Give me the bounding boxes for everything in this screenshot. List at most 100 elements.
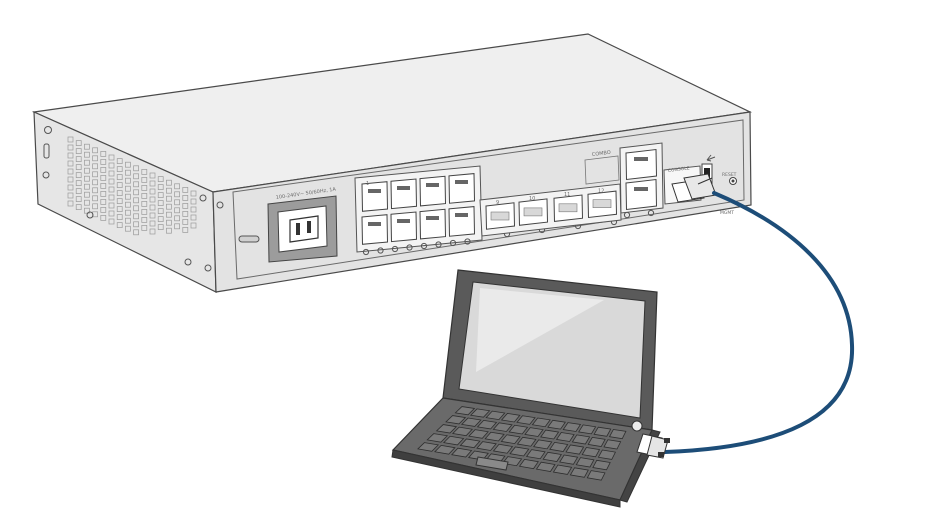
vent-hole — [125, 177, 131, 184]
vent-hole — [125, 217, 131, 224]
rj45-port — [390, 211, 418, 243]
vent-hole — [190, 206, 197, 213]
vent-hole — [100, 207, 107, 213]
vent-hole — [133, 197, 139, 204]
keyboard-key — [468, 429, 489, 439]
vent-hole — [108, 170, 115, 177]
sfp-slot — [490, 211, 510, 221]
vent-hole — [84, 207, 90, 214]
vent-hole — [67, 152, 74, 159]
vent-hole — [100, 151, 107, 157]
keyboard-key — [531, 417, 551, 428]
keyboard-key — [518, 458, 539, 470]
vent-hole — [108, 178, 115, 185]
vent-hole — [67, 144, 74, 151]
vent-hole — [141, 169, 148, 175]
keyboard-key — [597, 449, 617, 460]
vent-hole — [108, 154, 115, 161]
vent-hole — [133, 181, 139, 188]
keyboard-key — [485, 410, 506, 421]
rj45-port — [448, 173, 476, 204]
vent-hole — [100, 175, 107, 181]
vent-hole — [166, 219, 172, 226]
keyboard-key — [417, 442, 440, 452]
keyboard-key — [592, 459, 611, 471]
vent-hole — [166, 187, 172, 194]
vent-hole — [125, 201, 131, 208]
vent-hole — [100, 159, 107, 165]
vent-hole — [125, 209, 131, 216]
vent-hole — [84, 159, 90, 166]
vent-hole — [133, 229, 139, 236]
vent-hole — [166, 203, 172, 210]
vent-hole — [108, 186, 115, 193]
vent-hole — [133, 165, 139, 172]
vent-hole — [100, 215, 107, 221]
vent-hole — [149, 212, 156, 219]
reset-label: RESET — [722, 172, 737, 178]
rj45-pins — [368, 222, 381, 226]
port-led — [391, 245, 399, 253]
vent-hole — [149, 220, 156, 227]
vent-hole — [190, 198, 197, 205]
sfp-slot — [592, 199, 612, 208]
vent-hole — [67, 136, 74, 143]
sfp-slot — [558, 203, 578, 213]
vent-hole — [174, 207, 180, 214]
rj45-port — [625, 148, 658, 181]
vent-hole — [75, 188, 82, 194]
vent-hole — [92, 147, 98, 154]
vent-hole — [84, 175, 90, 182]
sfp-slot — [523, 207, 543, 217]
vent-hole — [75, 148, 82, 154]
keyboard-key — [525, 449, 546, 460]
keyboard-key — [451, 426, 474, 437]
sfp-label: 11 — [564, 192, 570, 198]
rj45-pins — [397, 186, 410, 190]
port-led — [464, 238, 471, 245]
vent-hole — [116, 198, 123, 204]
reset-button[interactable] — [729, 177, 737, 185]
rj45-port-block — [354, 165, 483, 253]
vent-hole — [141, 217, 148, 223]
vent-hole — [149, 188, 156, 195]
rj45-pins — [426, 183, 439, 187]
vent-hole — [108, 202, 115, 209]
vent-hole — [190, 214, 197, 221]
vent-hole — [92, 155, 98, 162]
vent-hole — [125, 185, 131, 192]
keyboard-key — [562, 422, 582, 432]
power-socket — [267, 195, 338, 263]
keyboard-key — [492, 422, 513, 432]
reset-sub-label: MGMT — [720, 210, 734, 216]
vent-hole — [125, 225, 131, 232]
keyboard-key — [559, 454, 579, 465]
keyboard-key — [578, 424, 597, 435]
vent-hole — [84, 143, 90, 150]
sfp-port-block — [479, 183, 622, 237]
vent-hole — [157, 192, 164, 198]
side-face-marks — [42, 126, 224, 272]
port-led — [435, 241, 442, 248]
vent-hole — [174, 199, 180, 206]
keyboard-key — [547, 419, 566, 430]
vent-hole — [182, 203, 189, 209]
vent-hole — [67, 176, 74, 183]
laptop-power-button[interactable] — [631, 420, 643, 432]
vent-hole — [84, 183, 90, 190]
combo-label: COMBO — [592, 150, 612, 158]
laptop-base-front — [391, 449, 621, 508]
side-vent-grid — [67, 136, 197, 236]
keyboard-key — [509, 446, 530, 457]
vent-hole — [157, 216, 164, 222]
vent-hole — [157, 176, 164, 182]
rj45-port — [448, 206, 476, 237]
vent-hole — [182, 195, 189, 201]
rj45-pins — [634, 157, 648, 161]
rj45-port — [390, 178, 418, 210]
vent-hole — [67, 200, 74, 207]
vent-hole — [141, 201, 148, 207]
port-led — [420, 242, 428, 250]
